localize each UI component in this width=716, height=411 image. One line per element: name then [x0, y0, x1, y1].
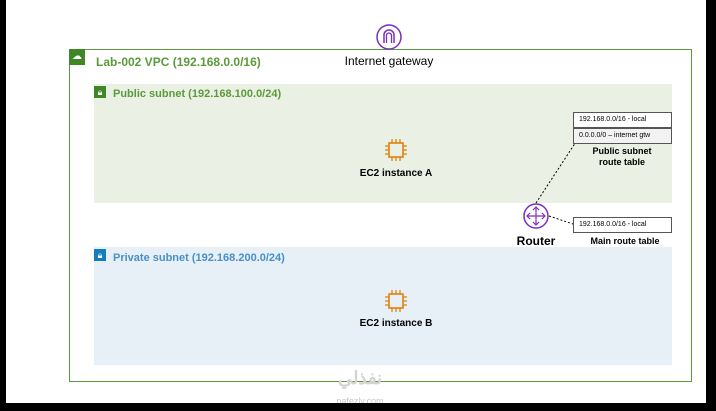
frame-right	[706, 0, 716, 411]
router-label: Router	[516, 234, 556, 248]
ec2-instance-b-label: EC2 instance B	[359, 318, 433, 329]
frame-bottom	[0, 403, 716, 411]
lock-icon: 🔒︎	[94, 86, 106, 98]
public-subnet-label: Public subnet (192.168.100.0/24)	[113, 88, 282, 100]
frame-left	[0, 0, 6, 411]
cloud-lock-icon: ☁	[69, 49, 85, 65]
ec2-chip-icon	[385, 290, 407, 312]
internet-gateway-label: Internet gateway	[344, 54, 434, 68]
public-route-table-title-line1: Public subnet	[592, 146, 652, 156]
public-route-table-row: 192.168.0.0/16 - local	[573, 112, 672, 128]
lock-icon: 🔒︎	[94, 249, 106, 261]
public-route-table-title: Public subnet route table	[572, 146, 672, 168]
vpc-container	[69, 49, 692, 382]
watermark-url: nafezly.com	[336, 396, 384, 406]
ec2-instance-a-label: EC2 instance A	[359, 168, 433, 179]
internet-gateway-icon	[376, 24, 402, 50]
vpc-label: Lab-002 VPC (192.168.0.0/16)	[96, 55, 261, 69]
private-subnet-label: Private subnet (192.168.200.0/24)	[113, 252, 285, 264]
router-icon	[523, 203, 549, 229]
main-route-table-row: 192.168.0.0/16 - local	[573, 217, 672, 233]
main-route-table-title: Main route table	[590, 236, 660, 246]
public-route-table-title-line2: route table	[598, 157, 645, 167]
ec2-chip-icon	[385, 139, 407, 161]
private-subnet	[94, 247, 672, 365]
public-route-table-row: 0.0.0.0/0 – internet gtw	[573, 128, 672, 144]
watermark-logo: نفذلي	[337, 368, 383, 388]
